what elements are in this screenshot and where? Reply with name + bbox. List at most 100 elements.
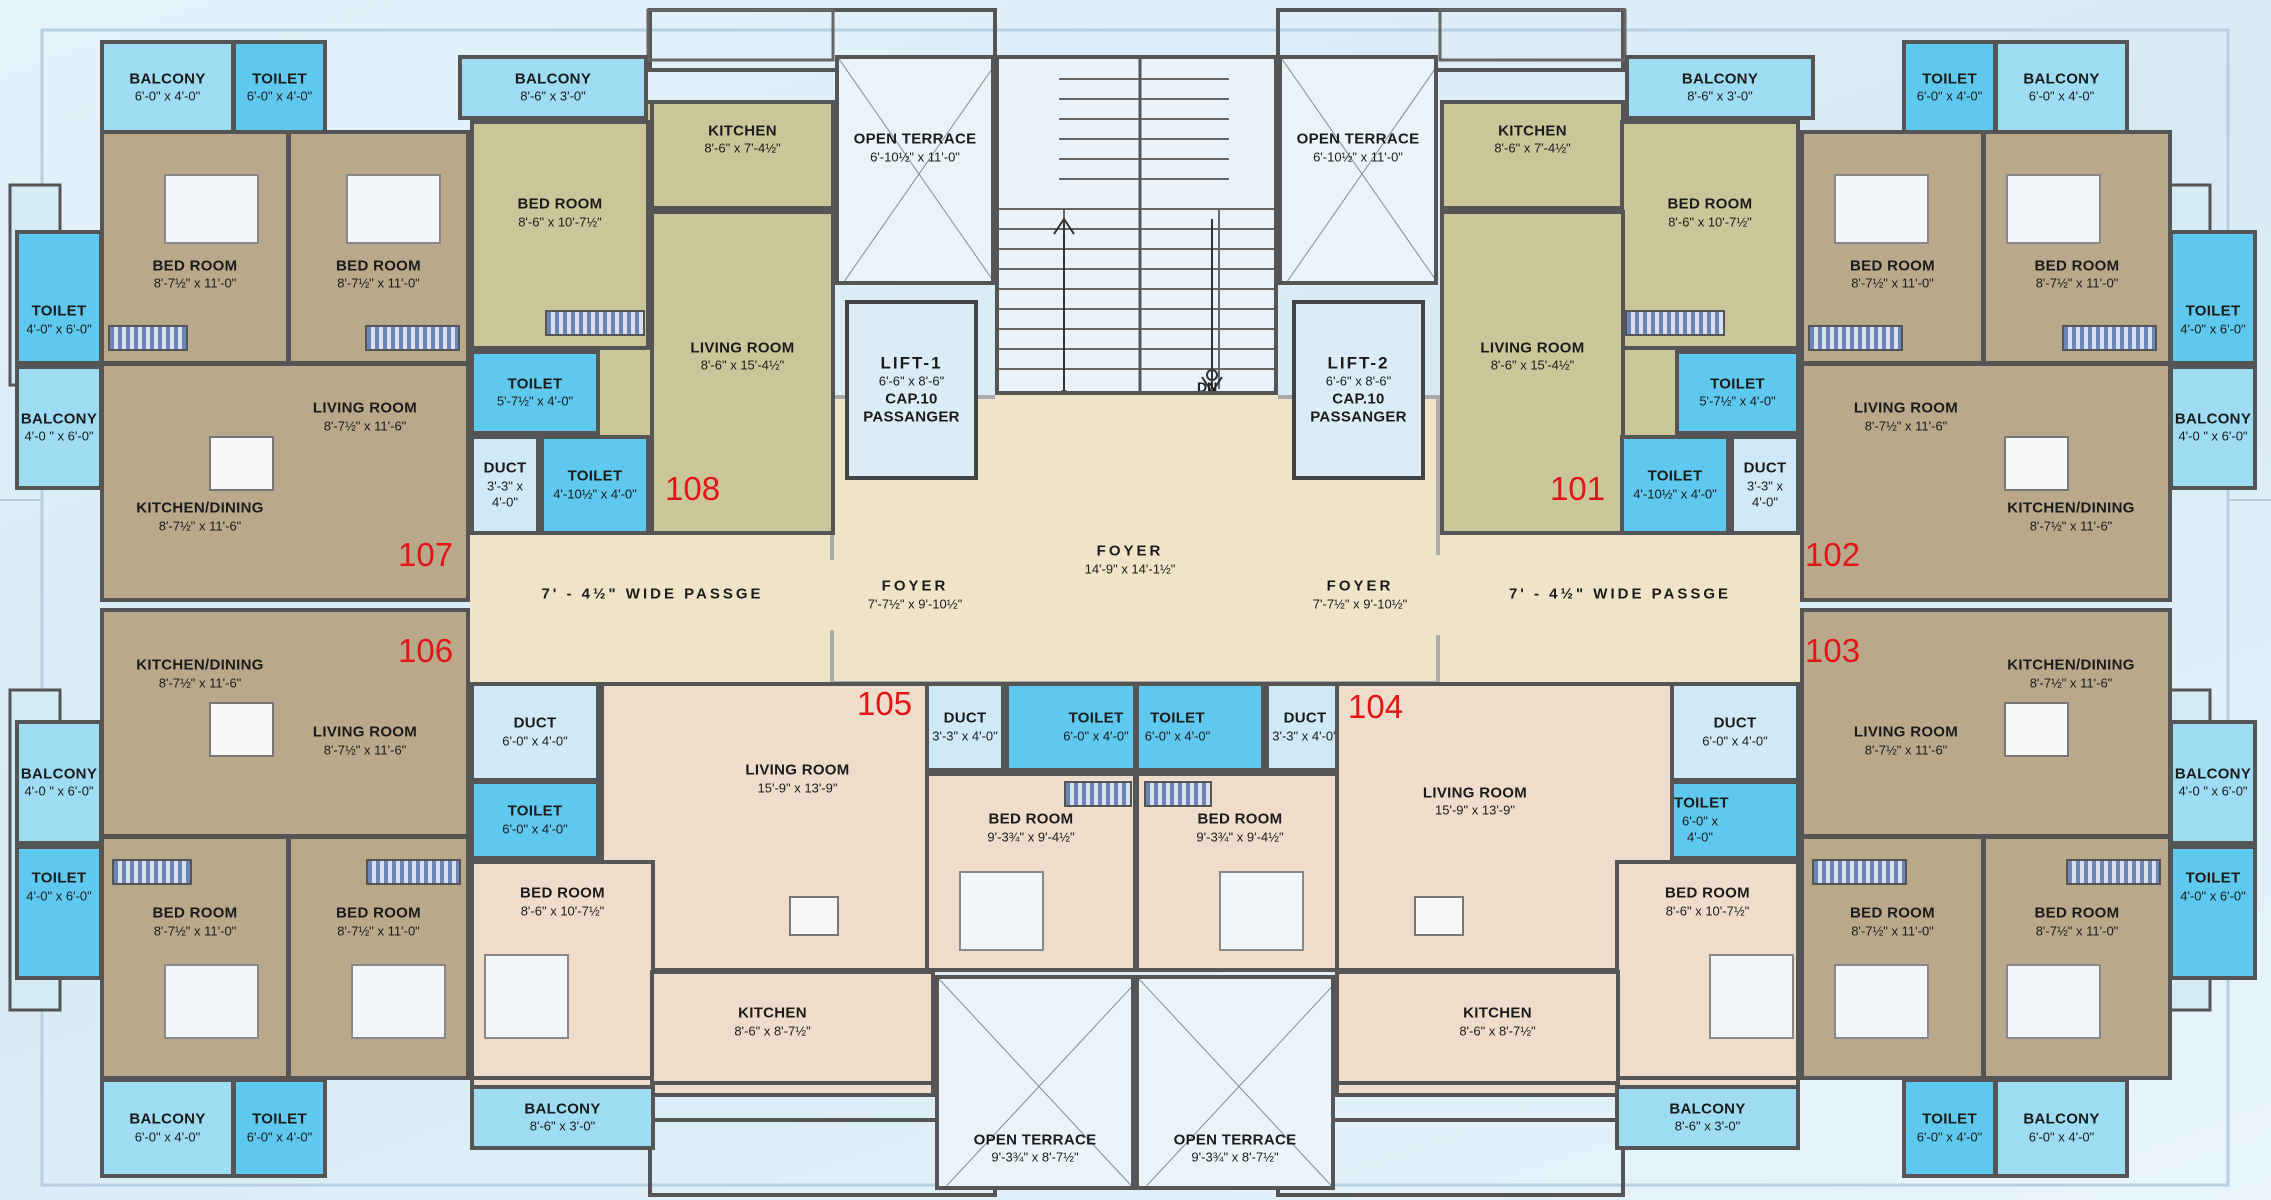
lift-dim: 6'-6" x 8'-6"	[878, 373, 945, 389]
balcony-title: BALCONY	[2174, 410, 2252, 427]
living-room-dim: 8'-6" x 15'-4½"	[1490, 357, 1575, 373]
terrace-title: OPEN TERRACE	[973, 1131, 1097, 1149]
terrace-dim: 9'-3¾" x 8'-7½"	[991, 1149, 1079, 1165]
duct-title: DUCT	[1743, 459, 1787, 477]
toilet-title: TOILET	[567, 467, 623, 485]
foyer-dim: 7'-7½" x 9'-10½"	[1312, 596, 1408, 612]
kitchen-title: KITCHEN	[708, 122, 777, 140]
balcony-dim: 8'-6" x 3'-0"	[520, 88, 586, 104]
bed-room-dim: 9'-3¾" x 9'-4½"	[987, 829, 1075, 845]
unit-number: 102	[1805, 536, 1861, 573]
toilet-dim: 6'-0" x 4'-0"	[1916, 88, 1983, 104]
passage-title: 7' - 4½" WIDE PASSGE	[1508, 585, 1732, 603]
unit-number: 101	[1550, 470, 1606, 507]
duct-dim: 3'-3" x 4'-0"	[1747, 478, 1783, 510]
stair-treads	[999, 59, 1274, 391]
unit-number: 106	[398, 632, 454, 669]
toilet-dim: 6'-0" x 4'-0"	[1682, 813, 1718, 845]
balcony-dim: 4'-0 " x 6'-0"	[24, 428, 94, 444]
toilet-title: TOILET	[1150, 709, 1205, 727]
bed-room-title: BED ROOM	[988, 810, 1074, 828]
kitchen-dining-dim: 8'-7½" x 11'-6"	[158, 518, 242, 534]
balcony-title: BALCONY	[1681, 70, 1759, 87]
terrace-dim: 6'-10½" x 11'-0"	[1313, 149, 1403, 165]
bed-room-dim: 8'-7½" x 11'-0"	[337, 275, 420, 291]
toilet-dim: 6'-0" x 4'-0"	[1916, 1129, 1983, 1145]
stair-down-label: DN	[1197, 379, 1218, 395]
bed-room-dim: 8'-6" x 10'-7½"	[520, 903, 605, 919]
terrace-grid	[839, 59, 991, 281]
bed-room-title: BED ROOM	[152, 904, 238, 922]
radiator	[108, 325, 188, 351]
duct-dim: 6'-0" x 4'-0"	[502, 733, 568, 749]
toilet-dim: 4'-0" x 6'-0"	[26, 321, 92, 337]
dining-table-icon	[789, 896, 839, 936]
balcony-dim: 6'-0" x 4'-0"	[134, 88, 201, 104]
living-room-title: LIVING ROOM	[1480, 339, 1585, 357]
duct-title: DUCT	[1713, 714, 1757, 732]
toilet-dim: 6'-0" x 4'-0"	[246, 1129, 313, 1145]
bed-room-dim: 9'-3¾" x 9'-4½"	[1196, 829, 1284, 845]
living-room-title: LIVING ROOM	[1422, 784, 1528, 802]
bed-icon	[1219, 871, 1304, 951]
living-room-title: LIVING ROOM	[1853, 723, 1959, 741]
toilet-title: TOILET	[252, 1110, 307, 1128]
foyer-title: FOYER	[1096, 542, 1164, 560]
bed-room-dim: 8'-6" x 10'-7½"	[1668, 214, 1752, 230]
living-room-dim: 8'-7½" x 11'-6"	[1864, 418, 1948, 434]
bed-icon	[346, 174, 441, 244]
bed-icon	[959, 871, 1044, 951]
toilet-title: TOILET	[1068, 709, 1124, 727]
bed-room-title: BED ROOM	[1667, 195, 1753, 213]
kitchen-dim: 8'-6" x 8'-7½"	[734, 1023, 811, 1039]
balcony-dim: 6'-0" x 4'-0"	[134, 1129, 201, 1145]
foyer-title: FOYER	[881, 577, 949, 595]
living-room-title: LIVING ROOM	[1853, 399, 1959, 417]
dining-table-icon	[209, 436, 274, 491]
balcony-title: BALCONY	[20, 410, 98, 427]
kitchen-dim: 8'-6" x 7'-4½"	[704, 140, 781, 156]
living-room-title: LIVING ROOM	[312, 399, 418, 417]
bed-room-dim: 8'-7½" x 11'-0"	[2035, 923, 2119, 939]
bed-icon	[351, 964, 446, 1039]
bed-room-title: BED ROOM	[1850, 257, 1935, 275]
living-room-dim: 8'-7½" x 11'-6"	[1864, 742, 1948, 757]
kitchen-dining-title: KITCHEN/DINING	[2007, 656, 2135, 674]
terrace-title: OPEN TERRACE	[1296, 130, 1420, 148]
balcony-title: BALCONY	[2023, 1110, 2100, 1128]
radiator	[545, 310, 645, 336]
balcony-dim: 6'-0" x 4'-0"	[2028, 1129, 2095, 1145]
bed-room-dim: 8'-6" x 10'-7½"	[1665, 903, 1750, 919]
radiator	[1808, 325, 1903, 351]
toilet-dim: 4'-10½" x 4'-0"	[1633, 486, 1717, 502]
toilet-dim: 4'-10½" x 4'-0"	[553, 486, 637, 502]
living-room-dim: 8'-7½" x 11'-6"	[323, 742, 407, 757]
lift-passenger: PASSANGER	[863, 408, 960, 426]
lift-title: LIFT-1	[880, 353, 943, 373]
balcony-title: BALCONY	[20, 765, 98, 782]
bed-icon	[164, 964, 259, 1039]
toilet-title: TOILET	[1922, 70, 1977, 87]
terrace-grid	[939, 979, 1131, 1186]
